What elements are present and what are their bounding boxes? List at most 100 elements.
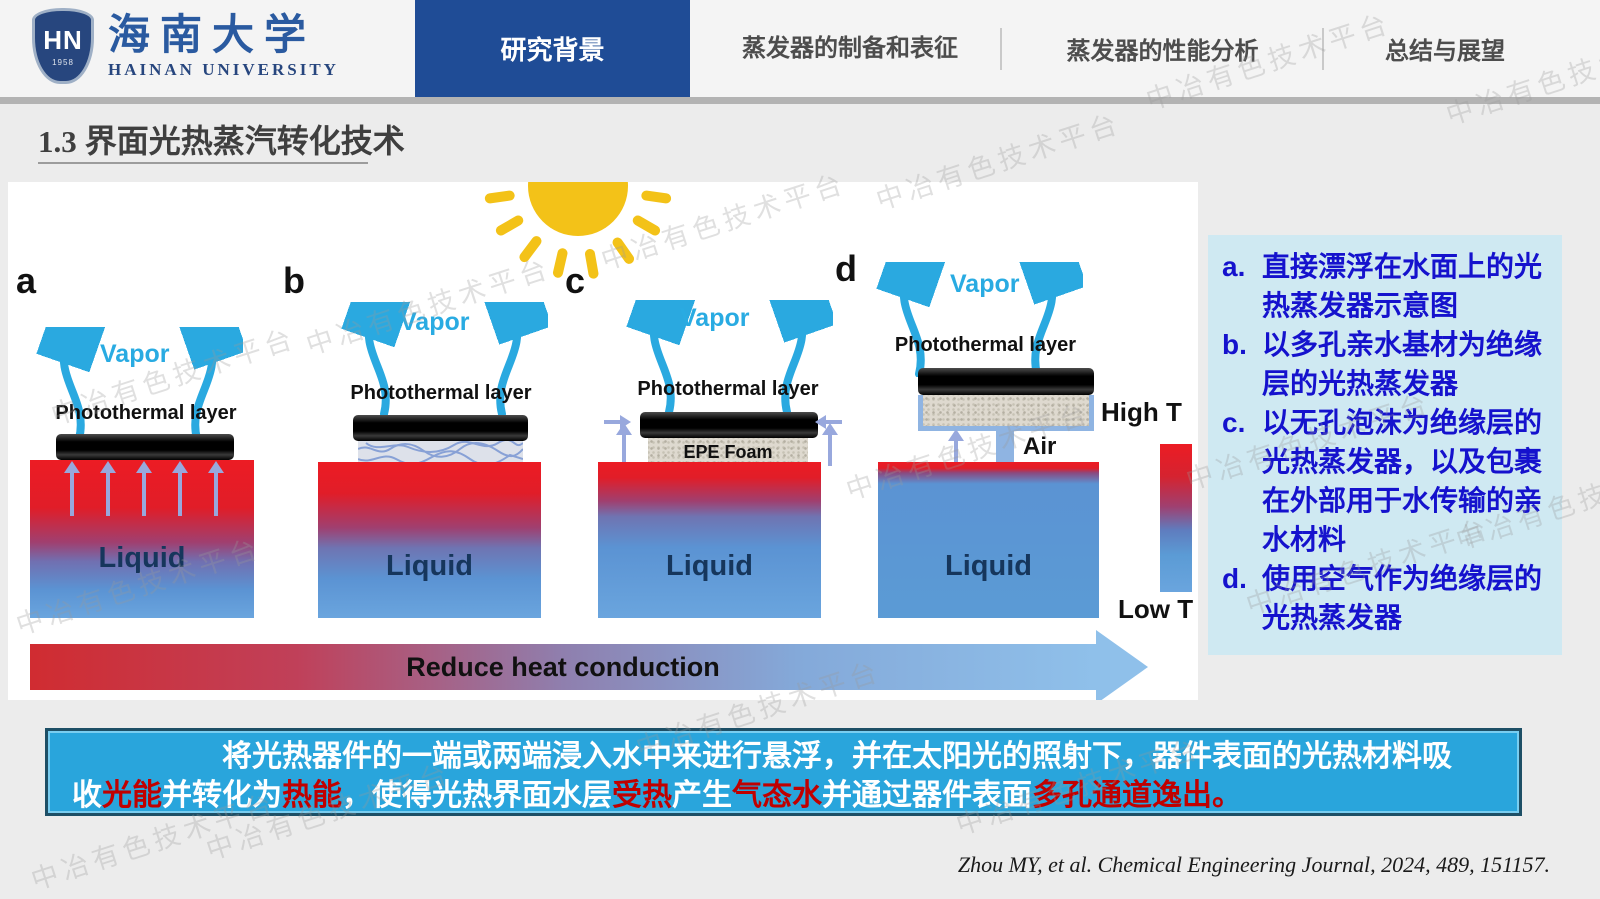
summary-segment: 收 [72,779,102,812]
caption-item-label: b. [1222,329,1247,360]
summary-segment: 光能 [102,779,162,812]
sun-ray [640,189,672,205]
epe-foam-layer: EPE Foam [648,438,808,466]
vapor-label: Vapor [100,340,170,368]
summary-segment: 热能 [282,779,342,812]
sun-ray [584,248,600,280]
high-temperature-label: High T [1101,397,1182,427]
vapor-label: Vapor [950,270,1020,298]
epe-foam-label: EPE Foam [683,441,773,462]
summary-segment: 受热 [612,779,672,812]
summary-segment: ，使得光热界面水层 [342,779,612,812]
liquid-block: Liquid [318,462,541,618]
main-figure: a Vapor Photothermal layer Liquid b Vapo… [8,182,1198,700]
water-inflow-arrow [604,415,631,429]
photothermal-layer-bar [353,415,528,441]
arrow-head [1096,630,1148,700]
wrapped-foam-layer [918,395,1094,431]
section-title: 界面光热蒸汽转化技术 [84,123,405,159]
header-bar: HN 1958 海南大学 HAINAN UNIVERSITY 研究背景 蒸发器的… [0,0,1600,97]
sun-ray [630,213,662,238]
tab-research-background[interactable]: 研究背景 [415,0,690,97]
water-transport-stem [996,431,1014,464]
water-up-arrow [948,429,964,464]
heat-up-arrow [172,461,188,516]
water-inflow-arrow [815,415,842,429]
caption-item-label: d. [1222,563,1247,594]
photothermal-layer-label: Photothermal layer [894,334,1077,356]
caption-item-text: 以多孔亲水基材为绝缘层的光热蒸发器 [1262,329,1543,399]
liquid-label: Liquid [386,550,473,582]
caption-item-b: b. 以多孔亲水基材为绝缘层的光热蒸发器 [1222,325,1552,403]
air-label: Air [1023,433,1057,460]
tab-performance-analysis[interactable]: 蒸发器的性能分析 [1066,38,1259,65]
tab-evaporator-preparation[interactable]: 蒸发器的制备和表征 [742,34,958,62]
caption-item-text: 直接漂浮在水面上的光热蒸发器示意图 [1262,251,1543,321]
university-names: 海南大学 HAINAN UNIVERSITY [108,12,339,80]
bottom-box-line2: 收光能并转化为热能，使得光热界面水层受热产生气态水并通过器件表面多孔通道逸出。 [72,776,1495,815]
heat-up-arrow [136,461,152,516]
sun-ray [517,234,544,265]
figure-caption-box: a. 直接漂浮在水面上的光热蒸发器示意图 b. 以多孔亲水基材为绝缘层的光热蒸发… [1208,235,1562,655]
panel-d-letter: d [835,248,857,289]
reduce-heat-conduction-label: Reduce heat conduction [406,651,720,682]
caption-item-label: a. [1222,251,1246,282]
sun-ray [484,189,516,205]
logo-monogram: HN [43,25,83,55]
liquid-label: Liquid [98,542,186,574]
sun-ray [610,235,637,266]
logo-year: 1958 [52,58,74,67]
summary-segment: 并通过器件表面 [822,779,1032,812]
header-divider [0,97,1600,104]
summary-segment: 。 [1212,779,1242,812]
summary-segment: 气态水 [732,779,822,812]
heat-up-arrow [208,461,224,516]
sun-icon [528,182,628,236]
water-up-arrow [616,423,632,466]
photothermal-layer-bar [640,412,818,438]
sun-ray [494,213,526,238]
liquid-block: Liquid [598,462,821,618]
photothermal-layer-label: Photothermal layer [55,402,237,424]
low-temperature-label: Low T [1118,594,1194,624]
university-name-en: HAINAN UNIVERSITY [108,60,339,79]
university-logo: HN 1958 海南大学 HAINAN UNIVERSITY [32,8,339,84]
photothermal-layer-label: Photothermal layer [350,382,532,404]
reduce-heat-conduction-arrow: Reduce heat conduction [30,644,1096,690]
caption-item-text: 使用空气作为绝缘层的光热蒸发器 [1262,563,1543,633]
summary-box: 将光热器件的一端或两端浸入水中来进行悬浮，并在太阳光的照射下，器件表面的光热材料… [45,728,1522,816]
tab-divider [1000,28,1002,70]
summary-segment: 并转化为 [162,779,282,812]
liquid-label: Liquid [666,550,753,582]
section-number: 1.3 [38,124,77,159]
photothermal-layer-label: Photothermal layer [637,378,819,400]
water-up-arrow [822,423,838,466]
summary-line-1: 将光热器件的一端或两端浸入水中来进行悬浮，并在太阳光的照射下，器件表面的光热材料… [222,740,1452,773]
citation: Zhou MY, et al. Chemical Engineering Jou… [957,852,1550,877]
panel-a-letter: a [16,260,37,301]
summary-segment: 多孔通道逸出 [1032,779,1212,812]
photothermal-layer-bar [56,434,234,460]
university-name-cn: 海南大学 [108,11,317,58]
vapor-arrows [338,302,548,417]
photothermal-layer-bar [918,368,1094,395]
panel-b-letter: b [283,260,305,301]
caption-item-a: a. 直接漂浮在水面上的光热蒸发器示意图 [1222,247,1552,325]
heat-up-arrow [100,461,116,516]
temperature-colorbar [1160,444,1192,592]
caption-item-d: d. 使用空气作为绝缘层的光热蒸发器 [1222,559,1552,637]
vapor-label: Vapor [680,304,750,332]
vapor-label: Vapor [400,308,470,336]
liquid-label: Liquid [945,550,1032,582]
liquid-block: Liquid [878,462,1099,618]
heat-up-arrow [64,461,80,516]
panel-c-letter: c [565,260,586,301]
vapor-arrows [873,262,1083,377]
summary-segment: 产生 [672,779,732,812]
tab-summary-outlook[interactable]: 总结与展望 [1385,38,1505,65]
caption-item-text: 以无孔泡沫为绝缘层的光热蒸发器，以及包裹在外部用于水传输的亲水材料 [1262,407,1543,555]
vapor-arrows [623,300,833,415]
vapor-arrows [33,327,243,442]
